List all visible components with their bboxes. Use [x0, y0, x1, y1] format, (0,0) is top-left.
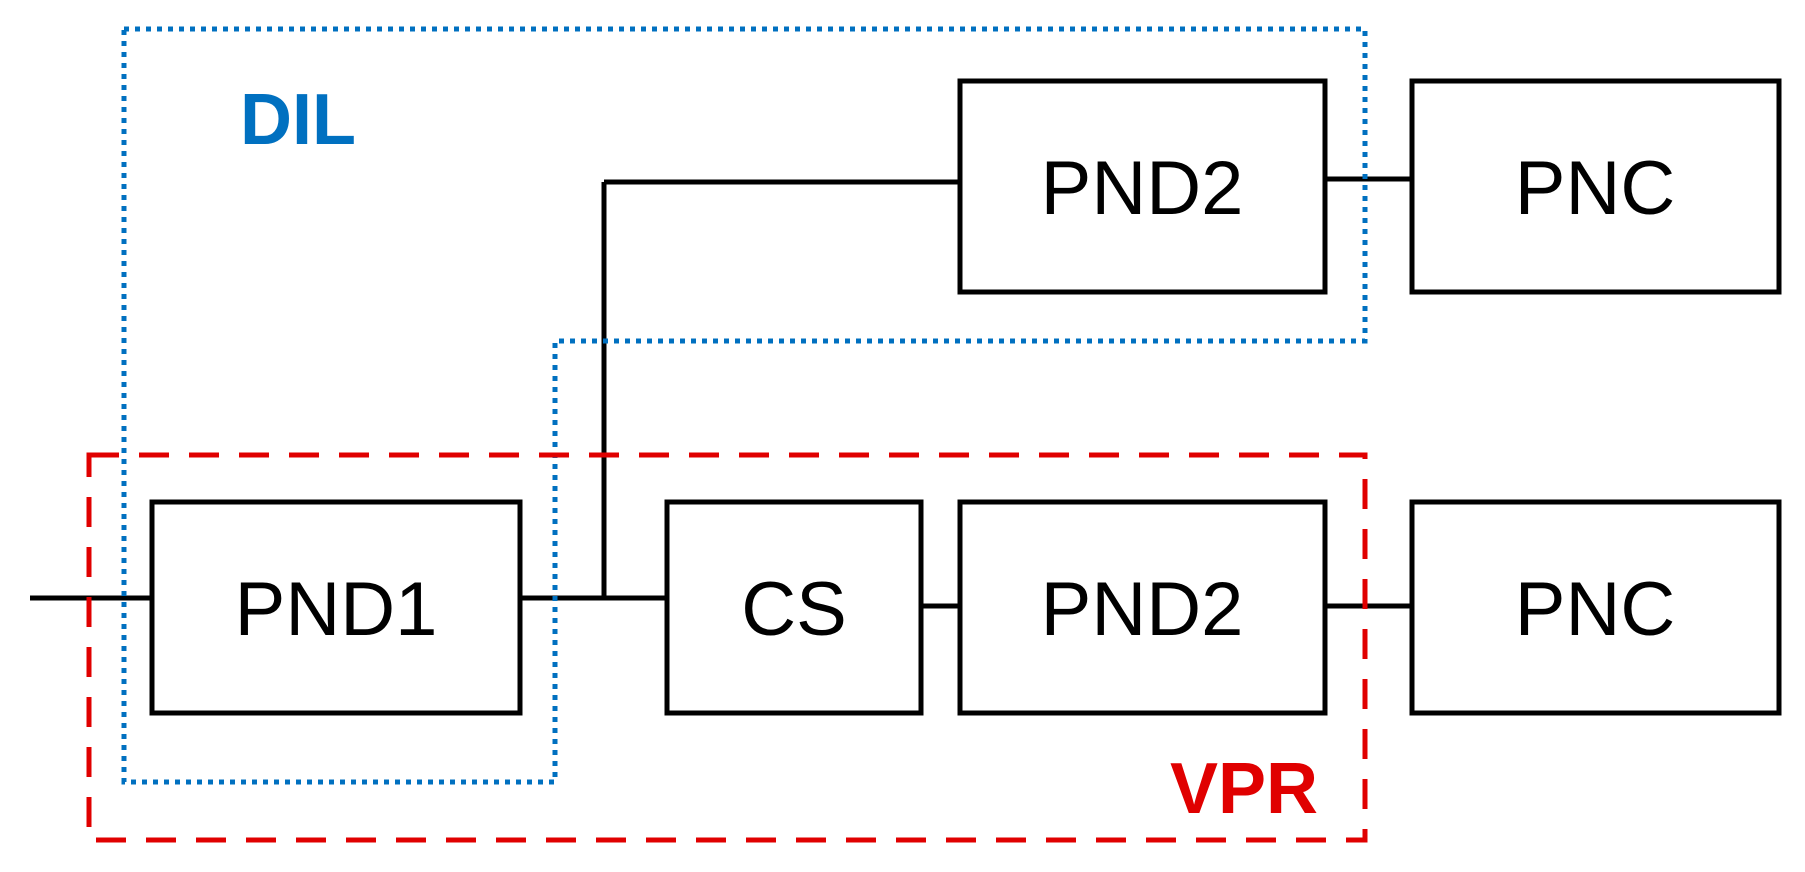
- block-pnc-top-label: PNC: [1515, 146, 1675, 231]
- block-pnd2-bottom: PND2: [957, 499, 1328, 716]
- block-pnc-bottom-label: PNC: [1515, 567, 1675, 652]
- block-cs-label: CS: [741, 567, 847, 652]
- block-pnd2-top: PND2: [957, 78, 1328, 295]
- block-pnd1-label: PND1: [235, 567, 438, 652]
- block-pnc-bottom: PNC: [1409, 499, 1782, 716]
- dil-group-label: DIL: [240, 80, 356, 160]
- block-pnd2-top-label: PND2: [1041, 146, 1244, 231]
- vpr-group-boundary: [86, 452, 1368, 843]
- dil-group-boundary: [121, 26, 1368, 785]
- block-pnd2-bottom-label: PND2: [1041, 567, 1244, 652]
- block-cs: CS: [664, 499, 924, 716]
- block-pnd1: PND1: [149, 499, 523, 716]
- block-pnc-top: PNC: [1409, 78, 1782, 295]
- vpr-group-label: VPR: [1170, 749, 1318, 829]
